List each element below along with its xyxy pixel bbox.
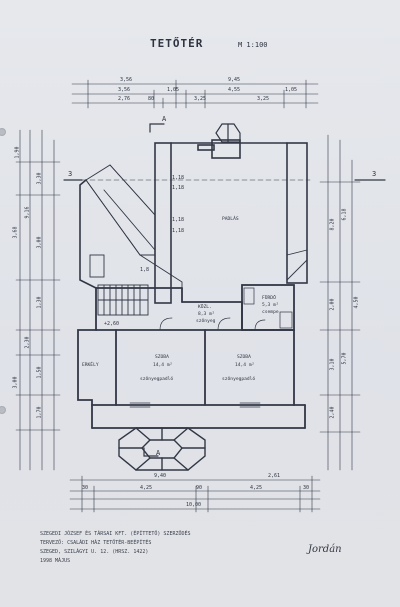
room-furdo-floor: csempe [262,310,279,315]
height-mark-2: 1,18 [172,185,185,191]
dim-top-left: 3,56 [120,77,133,83]
stair [89,254,149,316]
dim-bottom-b8: 10,00 [186,502,202,508]
section-mark-3-left: 3 [68,170,73,178]
dim-top-right: 4,55 [228,87,241,93]
dim-left-9: 1,70 [36,406,43,419]
section-mark-a-top: A [162,115,167,123]
dim-left-10: 3,00 [12,376,19,389]
dim-bottom-b5: 30 [82,485,89,491]
note-line-4: 1998 MÁJUS [40,558,71,564]
dim-top-r2b: 80 [148,96,155,102]
room-padlas-name: PADLÁS [222,217,239,222]
dim-left-7: 2,30 [24,336,31,349]
room-szoba1-name: SZOBA [155,355,169,360]
dim-bottom-b3: 4,25 [140,485,153,491]
doors [159,317,266,331]
drawing-title: TETŐTÉR [150,37,204,50]
drawing-scale: M 1:100 [238,41,268,49]
windows [129,402,261,408]
dim-bottom-b1: 9,40 [154,473,167,479]
dim-left-1: 1,90 [14,146,21,159]
room-szoba2-area: 14,4 m² [235,363,255,368]
dim-left-8: 1,50 [36,366,43,379]
bay-tower [118,427,206,471]
bottom-dimension-lines [69,475,321,513]
room-erkely-name: ERKÉLY [82,363,99,368]
height-mark-1: 1,18 [172,175,185,181]
section-a-line [143,123,165,457]
dim-top-r1b: 1,05 [167,87,180,93]
dim-bottom-b7: 30 [303,485,310,491]
section-mark-3-right: 3 [372,170,377,178]
dim-top-overall: 9,45 [228,77,241,83]
dim-bottom-b6: 90 [196,485,203,491]
dim-left-6: 1,30 [36,296,43,309]
dim-right-5: 3,10 [329,358,336,371]
dim-left-2: 3,30 [36,172,43,185]
dim-top-r2c: 3,25 [194,96,207,102]
dim-right-1: 8,20 [329,218,336,231]
floor-walls [77,284,306,429]
attic-walls [79,139,308,304]
room-szoba2-name: SZOBA [237,355,251,360]
binder-hole-top [0,128,6,136]
signature: Jordán [308,544,342,555]
dim-right-3: 2,00 [329,298,336,311]
dim-right-4: 5,70 [341,352,348,365]
room-szoba1-floor: szőnyegpadló [140,377,174,382]
room-kozl-floor: szőnyeg [196,319,216,324]
height-mark-4: 1,18 [172,228,185,234]
dim-bottom-b4: 4,25 [250,485,263,491]
dim-right-7: 2,40 [329,406,336,419]
note-line-3: SZEGED, SZILÁGYI U. 12. (HRSZ. 1422) [40,549,149,555]
stair-mark: 1,8 [140,267,150,273]
dim-left-4: 3,68 [12,226,19,239]
room-furdo-name: FÜRDŐ [262,296,276,301]
note-line-1: SZEGEDI JÓZSEF ÉS TÁRSAI KFT. (ÉPÍTTETŐ)… [40,531,191,537]
room-furdo-area: 5,3 m² [262,303,279,308]
section-mark-a-bottom: A [156,449,161,457]
room-kozl-name: KÖZL. [198,305,212,310]
dim-left-5: 3,00 [36,236,43,249]
level-mark: +2,60 [104,321,120,327]
top-dimension-lines [71,79,319,109]
chimney [215,123,241,143]
dim-top-r1a: 3,56 [118,87,131,93]
room-kozl-area: 8,3 m² [198,312,215,317]
dim-bottom-b2: 2,61 [268,473,281,479]
binder-hole-bottom [0,406,6,414]
right-dimension-lines [319,134,361,471]
dim-top-r2a: 2,76 [118,96,131,102]
bath-fixtures [243,287,293,329]
dim-right-2: 6,18 [341,208,348,221]
roof-hip-right [286,249,308,281]
note-line-2: TERVEZŐ: CSALÁDI HÁZ TETŐTÉR-BEÉPÍTÉS [40,540,152,546]
room-szoba2-floor: szőnyegpadló [222,377,256,382]
dim-left-3: 9,16 [24,206,31,219]
left-dimension-lines [15,129,61,471]
dim-right-6: 4,50 [353,296,360,309]
height-mark-3: 1,18 [172,217,185,223]
dim-top-r1c: 1,05 [285,87,298,93]
roof-hip-left [85,164,183,296]
room-szoba1-area: 14,4 m² [153,363,173,368]
dim-top-r2d: 3,25 [257,96,270,102]
